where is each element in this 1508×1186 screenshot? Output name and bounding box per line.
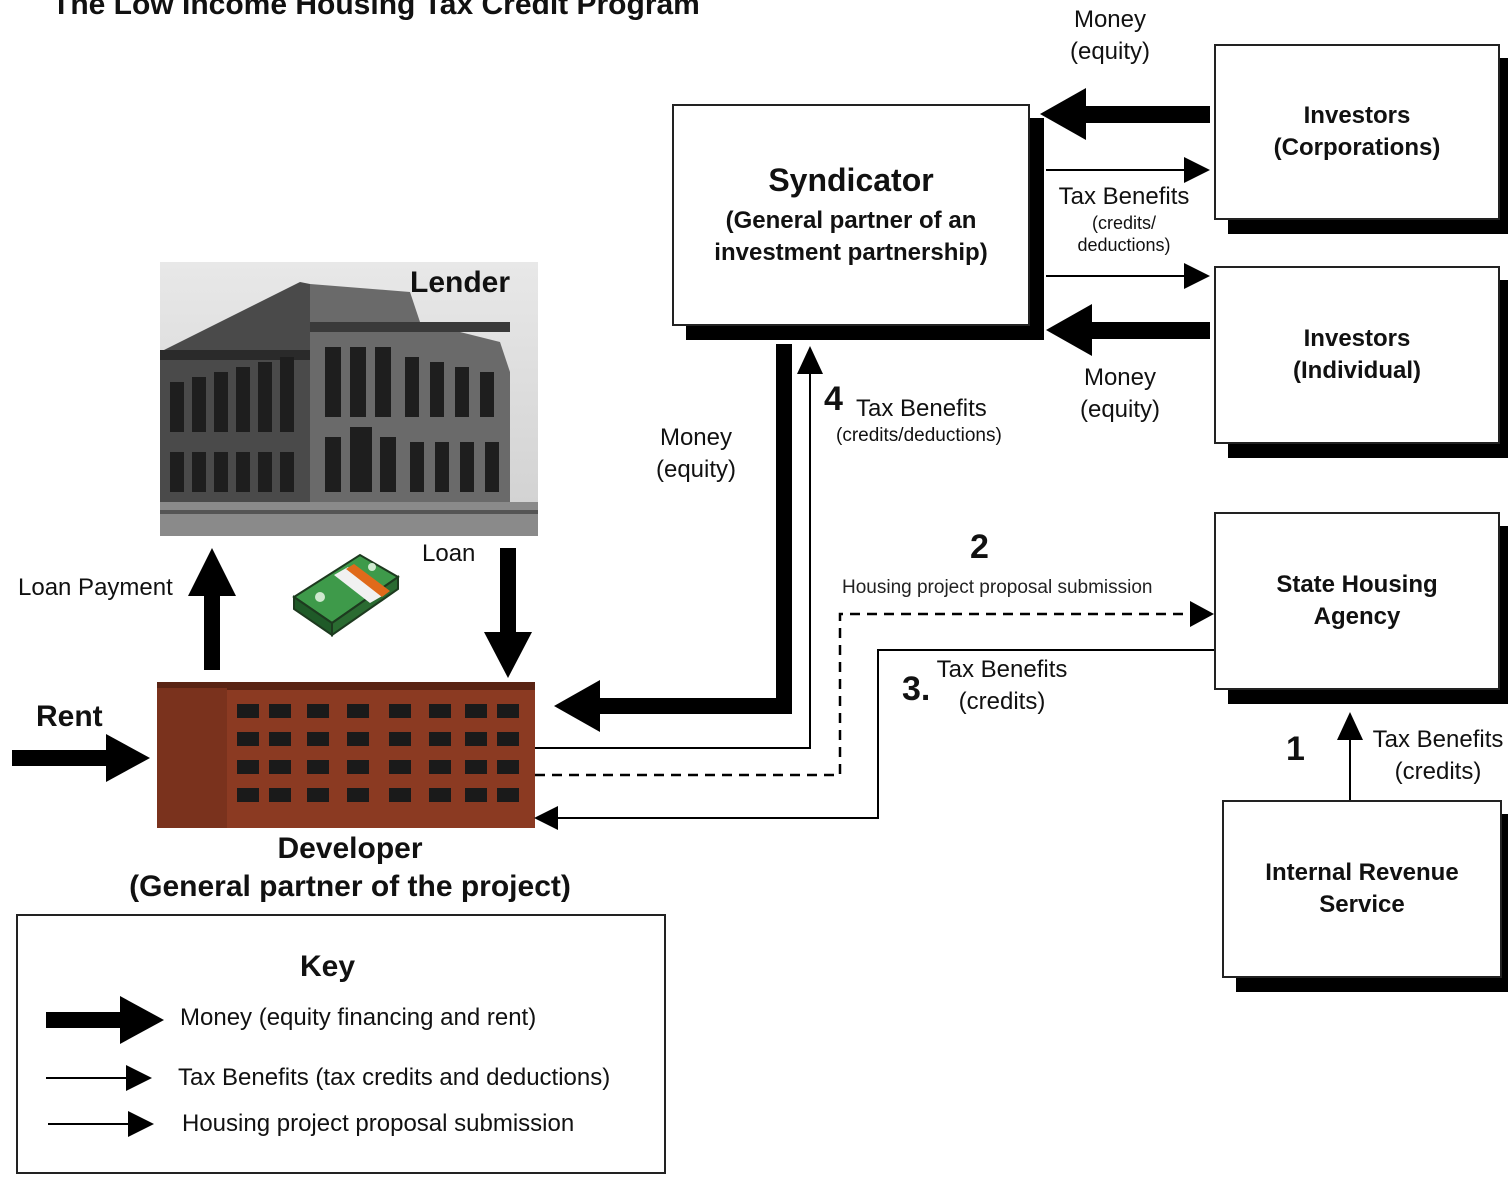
arrow-step2 [535, 601, 1214, 777]
step3-line1: Tax Benefits [936, 656, 1068, 683]
step3-number: 3. [902, 670, 931, 708]
money-corp-label: Money (equity) [1050, 4, 1170, 68]
arrow-loan-payment [188, 548, 236, 670]
developer-name: Developer [277, 832, 423, 865]
developer-role: (General partner of the project) [129, 870, 571, 903]
arrow-step3 [534, 649, 1214, 830]
money-dev-line2: (equity) [655, 456, 737, 483]
state-agency-line2: Agency [1313, 603, 1401, 630]
step4-label: Tax Benefits (credits/deductions) [836, 394, 1016, 448]
arrow-loan [484, 548, 532, 678]
developer-label: Developer (General partner of the projec… [100, 830, 600, 906]
investors-ind-line2: (Individual) [1293, 357, 1421, 384]
arrow-step1 [1337, 712, 1363, 800]
step1-label: Tax Benefits (credits) [1368, 724, 1508, 788]
key-item-money: Money (equity financing and rent) [180, 1004, 537, 1031]
tax-investors-line1: Tax Benefits [1058, 183, 1190, 210]
key-item-proposal: Housing project proposal submission [182, 1110, 575, 1137]
state-agency-line1: State Housing [1276, 571, 1438, 598]
investors-corporations-box: Investors (Corporations) [1214, 44, 1500, 220]
syndicator-role-1: (General partner of an [725, 206, 977, 234]
arrow-rent [12, 734, 150, 782]
developer-building [157, 682, 535, 828]
key-box: Key Money (equity financing and rent) Ta… [16, 914, 666, 1174]
irs-line2: Service [1319, 891, 1405, 918]
diagram-title: The Low Income Housing Tax Credit Progra… [52, 0, 700, 21]
loan-label: Loan [422, 540, 476, 567]
tax-investors-line2: (credits/ [1091, 213, 1156, 233]
step4-number: 4 [824, 380, 843, 418]
step1-line2: (credits) [1394, 758, 1482, 785]
arrow-step4 [535, 346, 823, 749]
step2-number: 2 [970, 528, 989, 566]
key-symbol-tax [46, 1065, 152, 1091]
money-ind-line2: (equity) [1079, 396, 1161, 423]
money-corp-line2: (equity) [1069, 38, 1151, 65]
arrow-money-developer [554, 344, 792, 732]
flow-arrows [12, 88, 1363, 830]
step3-line2: (credits) [958, 688, 1046, 715]
money-dev-line1: Money [659, 424, 733, 451]
key-item-tax: Tax Benefits (tax credits and deductions… [178, 1064, 611, 1091]
step1-number: 1 [1286, 730, 1305, 768]
money-dev-label: Money (equity) [636, 422, 756, 486]
key-title: Key [300, 950, 356, 983]
syndicator-name: Syndicator [768, 161, 934, 198]
syndicator-role-2: investment partnership) [714, 238, 988, 266]
key-symbols [46, 996, 164, 1137]
arrow-tax-corp [1046, 157, 1210, 183]
investors-corp-line2: (Corporations) [1273, 134, 1441, 161]
step2-label: Housing project proposal submission [842, 577, 1153, 598]
cash-icon [290, 545, 402, 637]
arrow-money-corp [1040, 88, 1210, 140]
step3-label: Tax Benefits (credits) [930, 654, 1074, 718]
key-symbol-proposal [48, 1111, 154, 1137]
syndicator-box: Syndicator (General partner of an invest… [672, 104, 1030, 326]
step4-line1: Tax Benefits [856, 395, 987, 422]
rent-label: Rent [36, 700, 103, 733]
lender-photo [160, 262, 538, 536]
money-ind-label: Money (equity) [1060, 362, 1180, 426]
money-ind-line1: Money [1083, 364, 1157, 391]
arrow-money-individual [1046, 304, 1210, 356]
arrow-tax-individual [1046, 263, 1210, 289]
money-corp-line1: Money [1073, 6, 1147, 33]
investors-corp-line1: Investors [1303, 102, 1411, 129]
lender-label: Lender [410, 266, 511, 299]
key-symbol-money [46, 996, 164, 1044]
state-housing-agency-box: State Housing Agency [1214, 512, 1500, 690]
tax-investors-label: Tax Benefits (credits/ deductions) [1046, 182, 1202, 256]
tax-investors-line3: deductions) [1077, 235, 1171, 255]
diagram: The Low Income Housing Tax Credit Progra… [12, 0, 1508, 1174]
step4-line2: (credits/deductions) [836, 425, 1002, 446]
investors-ind-line1: Investors [1303, 325, 1411, 352]
irs-line1: Internal Revenue [1265, 859, 1459, 886]
step1-line1: Tax Benefits [1372, 726, 1504, 753]
irs-box: Internal Revenue Service [1222, 800, 1502, 978]
loan-payment-label: Loan Payment [18, 574, 173, 601]
investors-individual-box: Investors (Individual) [1214, 266, 1500, 444]
